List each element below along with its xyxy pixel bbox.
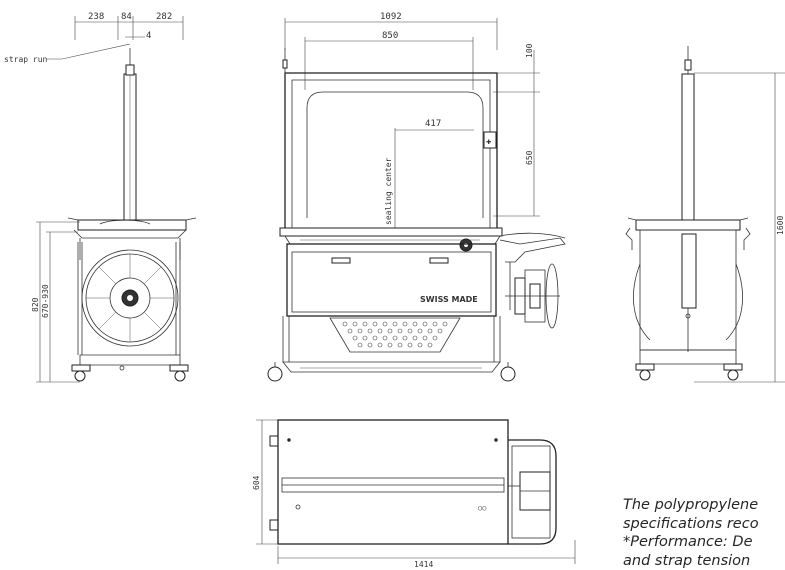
top-view: 604 ○○ 1414	[252, 420, 575, 567]
dim-1414: 1414	[414, 560, 433, 567]
dim-84: 84	[121, 12, 132, 22]
caption-line-4: and strap tension	[623, 552, 785, 570]
dim-100: 100	[525, 43, 534, 58]
right-view: 1600	[626, 46, 785, 382]
description-text: The polypropylene specifications reco *P…	[623, 496, 785, 570]
dim-850: 850	[382, 31, 398, 41]
dim-238: 238	[88, 12, 104, 22]
sealing-center-label: sealing center	[384, 157, 393, 225]
dim-1600: 1600	[776, 216, 785, 235]
dim-670-930: 670-930	[41, 284, 50, 318]
dim-604: 604	[252, 475, 261, 490]
caption-line-2: specifications reco	[623, 515, 785, 534]
dim-1092: 1092	[380, 12, 402, 22]
dim-282: 282	[156, 12, 172, 22]
dim-820: 820	[31, 297, 40, 312]
dim-650: 650	[525, 150, 534, 165]
front-view: 1092 850 100 650 417 sealing center ✚	[268, 12, 565, 381]
svg-text:✚: ✚	[486, 137, 492, 147]
caption-line-3: *Performance: De	[623, 533, 785, 552]
svg-text:○○: ○○	[478, 504, 486, 512]
dim-417: 417	[425, 119, 441, 129]
caption-line-1: The polypropylene	[623, 496, 785, 515]
dim-4: 4	[146, 31, 151, 41]
brand-swiss-made: SWISS MADE	[420, 295, 478, 304]
strap-run-label: strap run	[4, 55, 48, 64]
side-view: 238 84 282 4 strap run	[4, 12, 196, 382]
